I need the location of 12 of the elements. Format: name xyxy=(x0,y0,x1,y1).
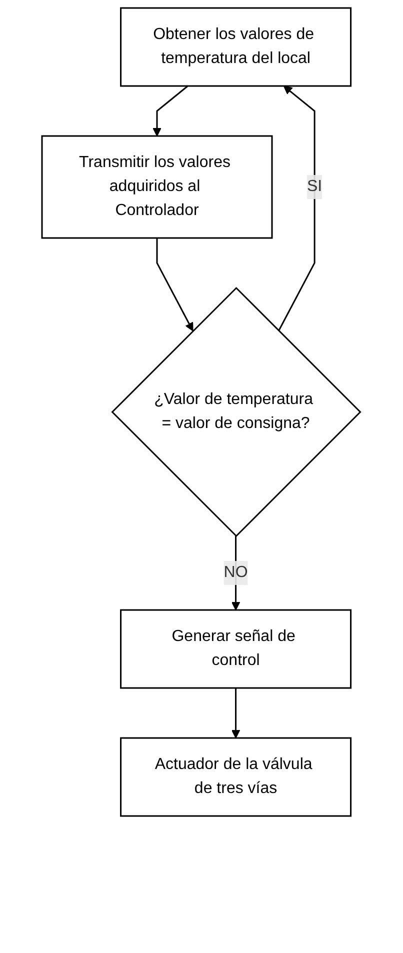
node-box: Generar señal de control xyxy=(120,609,352,689)
node-box: Transmitir los valores adquiridos al Controlador xyxy=(42,135,274,239)
node-diamond: ¿Valor de temperatura = valor de consigna? xyxy=(112,286,362,538)
arrow xyxy=(232,536,241,610)
node-box: Actuador de la válvula de tres vías xyxy=(120,737,352,817)
arrow xyxy=(278,86,316,332)
arrow xyxy=(152,85,189,136)
edge-label: NO xyxy=(224,564,248,581)
edge-label: SI xyxy=(307,178,322,195)
arrow xyxy=(232,688,241,738)
node-box: Obtener los valores de temperatura del local xyxy=(120,7,352,87)
arrow xyxy=(156,238,194,332)
